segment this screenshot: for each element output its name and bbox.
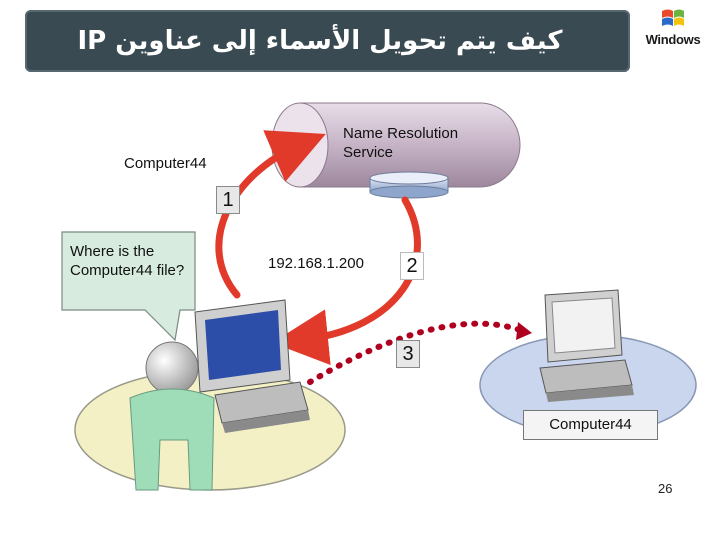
server-label: Name Resolution Service xyxy=(343,125,459,161)
windows-flag-icon xyxy=(662,9,684,26)
step-3-badge: 3 xyxy=(396,340,420,368)
title-bar xyxy=(25,10,630,72)
step-1-badge: 1 xyxy=(216,186,240,214)
ip-address-label: 192.168.1.200 xyxy=(268,255,364,272)
page-number: 26 xyxy=(658,481,673,496)
step-2-badge: 2 xyxy=(400,252,424,280)
computer-right-label: Computer44 xyxy=(523,410,658,440)
arrow-connect xyxy=(307,320,523,385)
arrow-response xyxy=(272,196,421,366)
windows-logo: Windows xyxy=(632,4,714,48)
speech-bubble xyxy=(61,231,196,342)
page-title: كيف يتم تحويل الأسماء إلى عناوين IP xyxy=(77,26,563,56)
computer-top-label: Computer44 xyxy=(124,155,207,172)
left-computer xyxy=(194,299,310,433)
person-figure xyxy=(129,341,215,491)
right-computer xyxy=(539,289,634,402)
logo-text: Windows xyxy=(645,32,701,47)
bubble-text: Where is the Computer44 file? xyxy=(70,243,185,279)
